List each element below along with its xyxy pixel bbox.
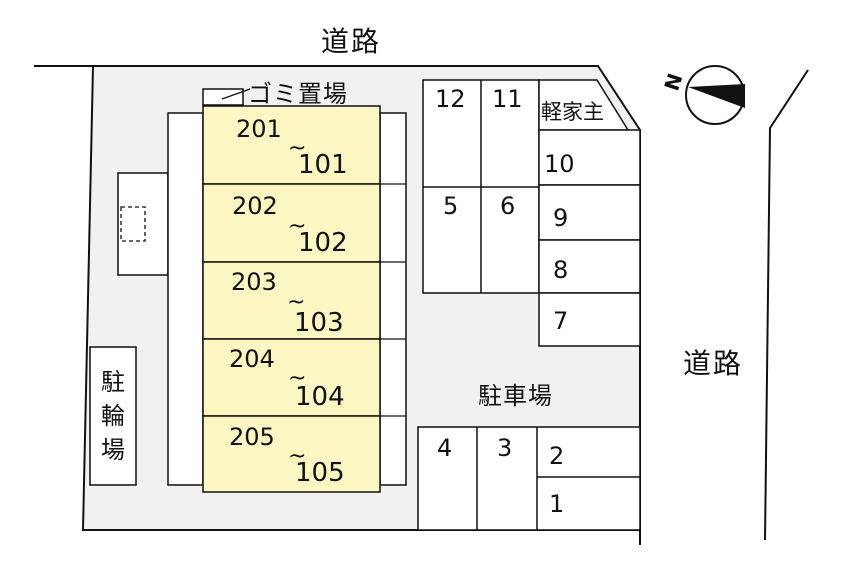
unit-202-102 <box>202 183 381 263</box>
parking-space-8 <box>538 239 641 294</box>
stair-structure-left <box>117 172 169 276</box>
parking-number-9: 9 <box>553 204 569 232</box>
parking-block-b <box>417 426 641 531</box>
parking-number-8: 8 <box>553 256 569 284</box>
parking-number-7: 7 <box>553 307 569 335</box>
unit-separator: ~ <box>287 290 306 315</box>
bicycle-label: 駐輪場 <box>101 368 125 464</box>
parking-number-4: 4 <box>437 434 453 462</box>
unit-204-104 <box>202 338 381 417</box>
unit-separator: ~ <box>288 366 307 391</box>
balcony-right <box>379 112 407 486</box>
parking-number-11: 11 <box>492 85 523 113</box>
unit-lower-104: 104 <box>295 382 345 412</box>
unit-lower-105: 105 <box>295 458 345 488</box>
unit-lower-103: 103 <box>294 308 344 338</box>
unit-lower-101: 101 <box>298 150 348 180</box>
corridor-left <box>167 112 204 486</box>
parking-space-9 <box>538 184 641 241</box>
compass-icon <box>685 65 745 125</box>
unit-upper-202: 202 <box>232 192 278 220</box>
unit-203-103 <box>202 261 381 340</box>
parking-number-12: 12 <box>435 85 466 113</box>
parking-number-3: 3 <box>497 434 513 462</box>
parking-number-1: 1 <box>549 490 565 518</box>
parking-number-6: 6 <box>500 192 516 220</box>
unit-upper-204: 204 <box>229 345 275 373</box>
unit-201-101 <box>202 105 381 185</box>
bicycle-parking <box>89 346 137 486</box>
light-car-label: 軽家主 <box>541 100 604 124</box>
unit-205-105 <box>202 415 381 493</box>
road-label-right: 道路 <box>683 347 744 380</box>
road-label-top: 道路 <box>321 25 382 58</box>
garbage-leader-line <box>221 88 251 100</box>
stair-landing <box>120 206 146 242</box>
parking-space-7 <box>538 292 641 347</box>
parking-number-2: 2 <box>549 442 565 470</box>
unit-upper-205: 205 <box>229 423 275 451</box>
unit-separator: ~ <box>288 136 307 161</box>
unit-separator: ~ <box>288 214 307 239</box>
parking-space-10 <box>538 129 641 186</box>
unit-lower-102: 102 <box>298 228 348 258</box>
unit-upper-203: 203 <box>231 268 277 296</box>
parking-number-10: 10 <box>544 150 575 178</box>
garbage-label: ゴミ置場 <box>248 80 348 108</box>
parking-number-5: 5 <box>443 192 459 220</box>
right-road-edge <box>764 69 809 541</box>
parking-label: 駐車場 <box>478 382 553 410</box>
unit-upper-201: 201 <box>236 115 282 143</box>
garbage-station <box>202 88 244 106</box>
unit-separator: ~ <box>288 444 307 469</box>
